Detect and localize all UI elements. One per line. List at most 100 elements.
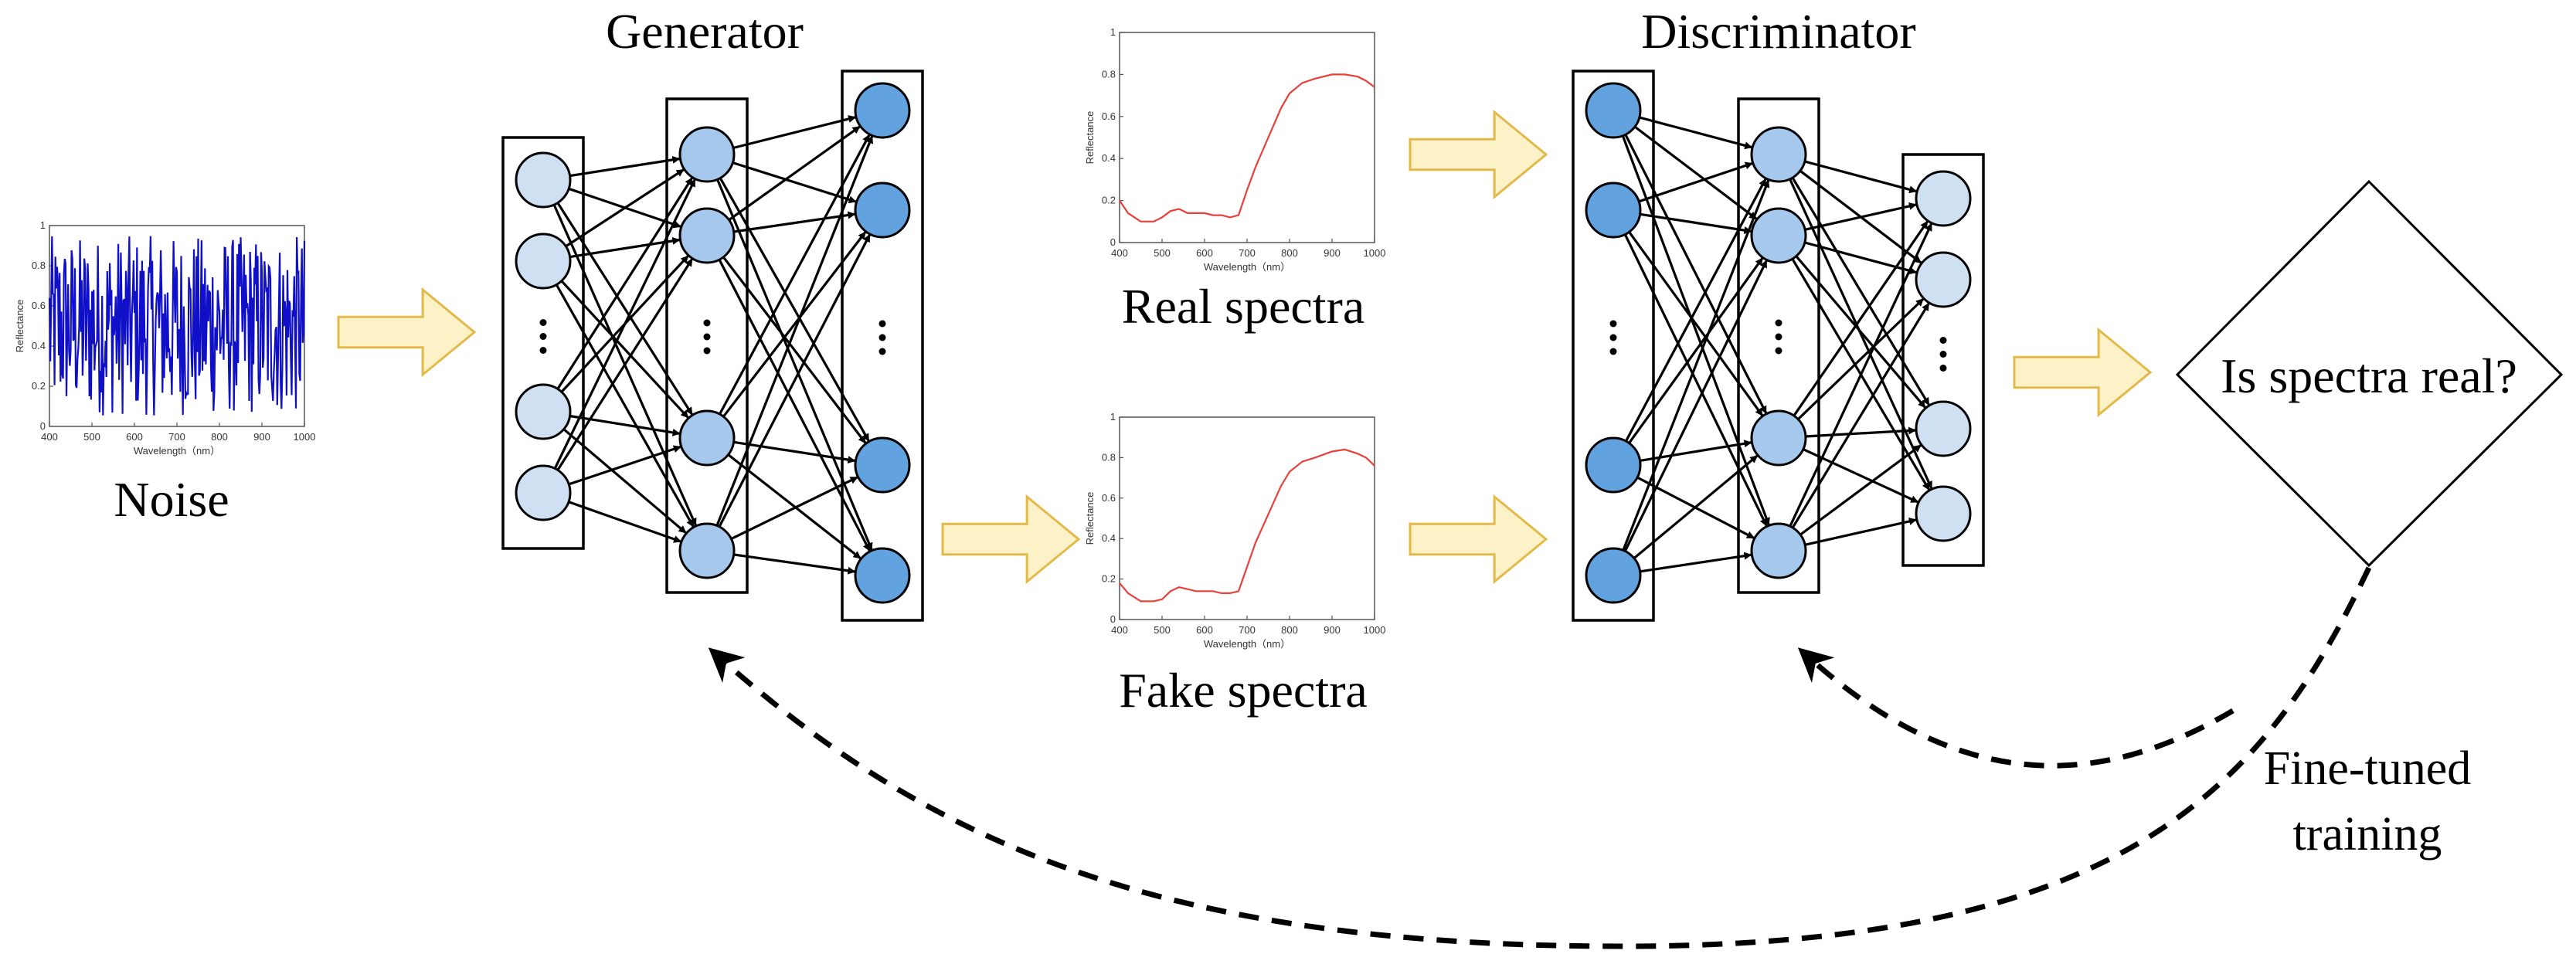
x-tick-label: 900: [253, 431, 270, 443]
neuron: [854, 547, 911, 604]
neuron: [1915, 400, 1972, 457]
x-tick-label: 600: [126, 431, 143, 443]
connection-arrow: [719, 134, 871, 415]
layer-box: [665, 97, 749, 594]
x-axis-label: Wavelength（nm）: [1204, 638, 1290, 650]
neuron: [678, 126, 736, 183]
connection-arrow: [715, 135, 874, 527]
neuron: [1915, 170, 1972, 227]
real-spectra-label: Real spectra: [1122, 279, 1365, 334]
y-tick-label: 1: [1110, 411, 1116, 423]
connections: [1621, 116, 1933, 573]
neuron: [854, 82, 911, 139]
ellipsis-dot: [539, 333, 547, 340]
spectrum-line: [48, 236, 306, 416]
x-tick-label: 800: [1281, 247, 1298, 259]
connection-arrow: [1628, 231, 1764, 416]
connection-arrow: [1804, 518, 1917, 546]
x-tick-label: 400: [41, 431, 58, 443]
neuron: [678, 522, 736, 579]
connection-arrow: [553, 178, 696, 470]
connection-arrow: [1639, 116, 1753, 150]
connection-arrow: [1623, 233, 1768, 527]
ellipsis-dot: [878, 348, 886, 355]
flow-arrows: [337, 109, 2153, 585]
connection-arrow: [719, 177, 870, 442]
generator-title: Generator: [606, 4, 804, 59]
connection-arrow: [565, 168, 685, 248]
ellipsis-dot: [539, 319, 547, 326]
neuron: [678, 409, 736, 467]
ellipsis-dot: [1609, 348, 1617, 355]
connection-arrow: [1640, 552, 1752, 573]
y-tick-label: 0.8: [1102, 451, 1116, 463]
ellipsis-dot: [539, 347, 547, 354]
block-arrow: [1409, 109, 1548, 200]
connection-arrow: [555, 283, 695, 528]
connection-arrow: [569, 155, 681, 178]
x-tick-label: 1000: [1364, 624, 1386, 636]
y-tick-label: 0.6: [1102, 110, 1116, 122]
y-tick-label: 0.2: [32, 380, 46, 392]
ellipsis-dot: [1939, 351, 1947, 358]
neuron: [1915, 251, 1972, 308]
y-tick-label: 0.8: [32, 260, 46, 271]
connection-arrow: [733, 211, 856, 233]
connection-arrow: [733, 440, 856, 464]
ellipsis-dot: [1775, 319, 1782, 327]
connection-arrow: [560, 280, 689, 419]
decision-text: Is spectra real?: [2221, 348, 2517, 403]
x-tick-label: 700: [1239, 247, 1256, 259]
ellipsis-dot: [703, 333, 711, 341]
connection-arrow: [1793, 220, 1929, 417]
connection-arrow: [1799, 444, 1922, 536]
block-arrow: [2013, 327, 2153, 418]
y-tick-label: 1: [40, 219, 46, 231]
y-axis-label: Reflectance: [14, 300, 25, 353]
spectrum-line: [1119, 73, 1375, 222]
y-axis-label: Reflectance: [1084, 111, 1096, 165]
ellipsis-dot: [878, 334, 886, 341]
fake-spectra-label: Fake spectra: [1119, 663, 1368, 718]
y-tick-label: 0.6: [1102, 492, 1116, 504]
connection-arrow: [1804, 160, 1918, 194]
connection-arrow: [1804, 241, 1918, 275]
connection-arrow: [569, 414, 681, 436]
neuron: [1585, 82, 1642, 139]
x-tick-label: 500: [1154, 624, 1171, 636]
x-tick-label: 400: [1111, 624, 1128, 636]
connection-arrow: [1789, 222, 1933, 527]
feedback-label-line1: Fine-tuned: [2264, 742, 2472, 795]
y-tick-label: 0: [1110, 236, 1116, 248]
connection-arrow: [1628, 257, 1764, 444]
y-tick-label: 0.2: [1102, 573, 1116, 585]
spectrum-line: [1119, 448, 1375, 603]
x-axis-label: Wavelength（nm）: [1204, 261, 1290, 273]
connection-arrow: [718, 234, 871, 528]
ellipsis-dot: [1775, 347, 1782, 355]
neuron: [1750, 522, 1807, 579]
neuron: [1750, 207, 1807, 264]
x-axis-label: Wavelength（nm）: [134, 445, 220, 457]
connection-arrow: [556, 258, 694, 471]
connection-arrow: [568, 501, 682, 543]
layer-box: [841, 70, 924, 622]
y-tick-label: 0.4: [32, 340, 46, 351]
y-tick-label: 0.6: [32, 300, 46, 311]
connection-arrow: [1791, 177, 1930, 406]
connection-arrow: [1623, 260, 1768, 552]
connection-arrow: [718, 259, 871, 552]
discriminator-title: Discriminator: [1641, 4, 1915, 59]
connection-arrow: [1624, 178, 1767, 442]
connection-arrow: [732, 161, 857, 204]
x-tick-label: 700: [1239, 624, 1256, 636]
connection-arrow: [1621, 135, 1770, 526]
neuron: [678, 207, 736, 264]
block-arrow: [941, 494, 1081, 585]
connection-arrow: [722, 231, 867, 418]
x-tick-label: 400: [1111, 247, 1128, 259]
neuron: [1750, 126, 1807, 183]
